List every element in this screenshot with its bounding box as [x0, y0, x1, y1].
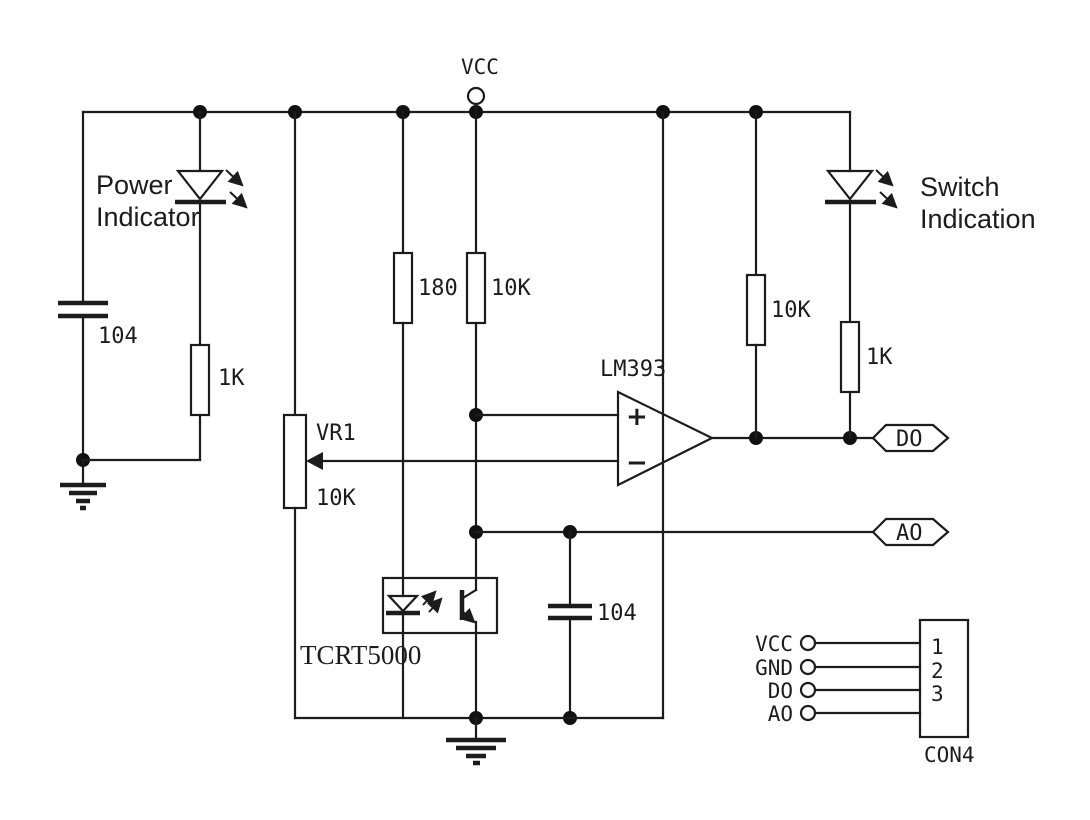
led-emission-arrow — [875, 169, 894, 187]
ir-emission-arrow — [420, 590, 437, 607]
led-emission-arrow — [225, 169, 244, 187]
lm393-comparator: LM393 + − — [474, 110, 875, 720]
con4-pad-ao — [799, 704, 817, 722]
con4-pin-2: 2 — [931, 659, 944, 683]
power-indicator-label-2: Indicator — [96, 202, 200, 232]
con4-signal-vcc: VCC — [755, 632, 793, 656]
ground-symbol-left — [60, 458, 106, 511]
do-tag-label: DO — [896, 427, 923, 452]
vr1-name: VR1 — [316, 421, 356, 446]
wiper-arrow — [306, 452, 323, 470]
vcc-bus — [81, 105, 852, 119]
cap-left-value: 104 — [98, 324, 138, 349]
cap-right-value: 104 — [597, 601, 637, 626]
led-emission-arrow — [229, 191, 248, 209]
tcrt5000-label: TCRT5000 — [300, 640, 421, 670]
phototransistor-collector — [461, 588, 478, 600]
ground-rail — [293, 711, 665, 725]
resistor-1k-switch-led: 1K — [839, 320, 893, 440]
ground-symbol-main — [446, 716, 506, 766]
switch-indication-label-2: Indication — [920, 204, 1036, 234]
tcrt5000-sensor: TCRT5000 — [300, 576, 499, 720]
con4-pin-3: 3 — [931, 682, 944, 706]
resistor-180-ir-led: 180 — [392, 110, 458, 598]
res-1k-left-value: 1K — [218, 366, 245, 391]
con4-pad-do — [799, 681, 817, 699]
input-filter-capacitor: 104 — [58, 110, 138, 467]
opamp-triangle — [616, 390, 715, 487]
con4-pad-gnd — [799, 658, 817, 676]
switch-indication-led — [825, 110, 898, 324]
con4-name: CON4 — [924, 743, 975, 767]
ir-emission-arrow — [426, 597, 443, 614]
resistor-10k-pullup: 10K — [465, 110, 531, 592]
res-10k-right-value: 10K — [771, 298, 811, 323]
res-10k-mid-value: 10K — [491, 276, 531, 301]
con4-pin-1: 1 — [931, 635, 944, 659]
resistor-1k-power-led: 1K — [81, 343, 245, 462]
opamp-plus: + — [626, 402, 648, 432]
con4-signal-do: DO — [768, 679, 793, 703]
res-180-value: 180 — [418, 276, 458, 301]
ao-output-net: AO — [474, 517, 950, 547]
opamp-minus: − — [626, 448, 648, 478]
con4-connector: 1 2 3 VCC GND DO AO CON4 — [755, 618, 975, 767]
con4-signal-gnd: GND — [755, 656, 793, 680]
phototransistor-emitter — [459, 607, 476, 624]
vcc-label: VCC — [461, 55, 499, 79]
ao-tag-label: AO — [896, 521, 923, 546]
switch-indication-label-1: Switch — [920, 172, 1000, 202]
power-indicator-label-1: Power — [96, 170, 173, 200]
do-output-tag: DO — [871, 423, 950, 453]
resistor-10k-do-pullup: 10K — [745, 110, 811, 440]
con4-pad-vcc — [799, 634, 817, 652]
lm393-label: LM393 — [600, 357, 666, 382]
tcrt5000-box — [381, 576, 499, 635]
ao-filter-capacitor: 104 — [548, 530, 637, 725]
ir-led — [386, 594, 420, 613]
con4-body — [918, 618, 970, 739]
vr1-potentiometer: VR1 10K — [282, 110, 620, 720]
led-emission-arrow — [879, 191, 898, 209]
vcc-terminal: VCC — [461, 55, 499, 114]
vr1-value: 10K — [316, 486, 356, 511]
con4-signal-ao: AO — [768, 702, 793, 726]
res-1k-right-value: 1K — [866, 345, 893, 370]
power-indicator-led — [175, 110, 248, 347]
vcc-pin-circle — [466, 86, 486, 106]
